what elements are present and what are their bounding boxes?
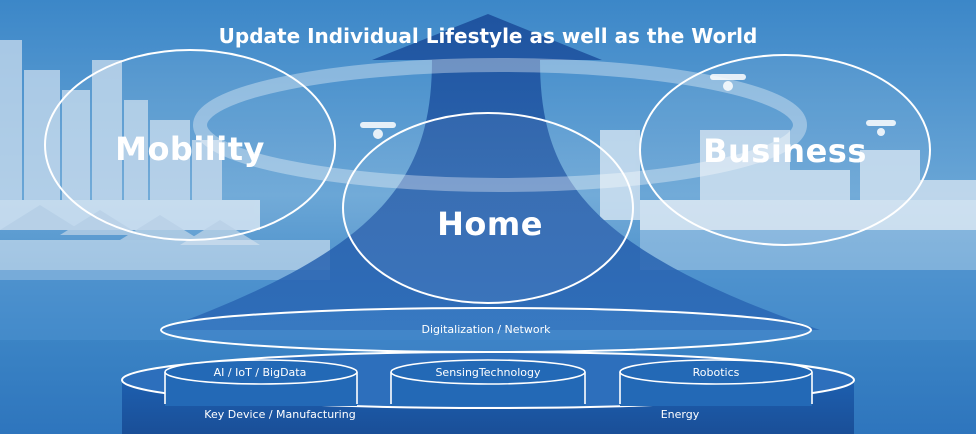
layer-robotics: Robotics <box>692 366 740 379</box>
layer-key-device: Key Device / Manufacturing <box>204 408 356 421</box>
headline: Update Individual Lifestyle as well as t… <box>218 24 758 48</box>
area-mobility: Mobility <box>115 130 265 168</box>
layer-sensing: SensingTechnology <box>435 366 541 379</box>
layer-energy: Energy <box>660 408 700 421</box>
layer-ai: AI / IoT / BigData <box>213 366 307 379</box>
drone-icon <box>360 74 896 139</box>
layer-digitalization: Digitalization / Network <box>421 323 551 336</box>
city-skyline <box>0 40 260 230</box>
area-home: Home <box>437 205 543 243</box>
growth-arrow <box>160 14 820 330</box>
area-business: Business <box>703 132 867 170</box>
